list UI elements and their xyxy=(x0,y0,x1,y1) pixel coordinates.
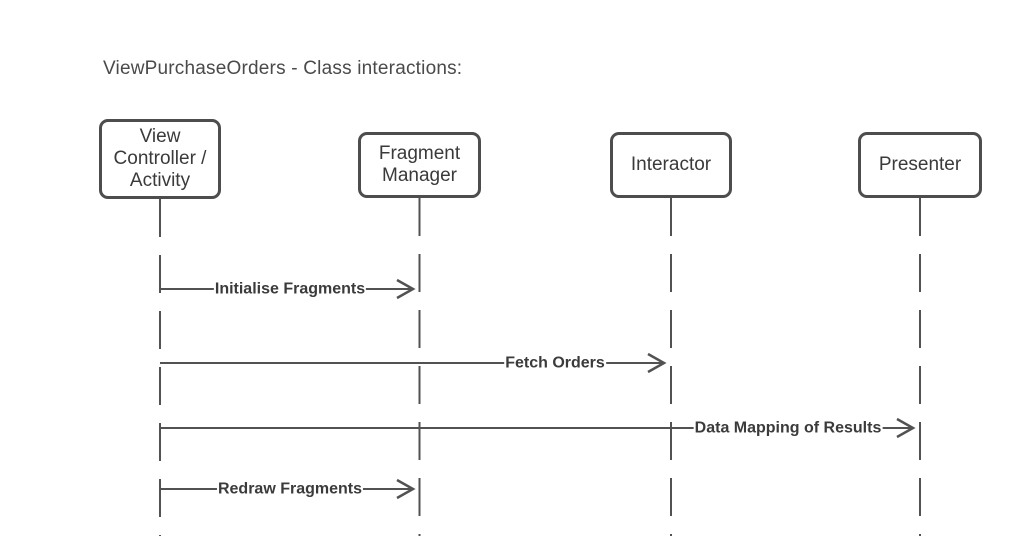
actor-box-presenter: Presenter xyxy=(858,132,982,198)
actor-box-interactor: Interactor xyxy=(610,132,732,198)
actor-box-view-controller-activity: View Controller / Activity xyxy=(99,119,221,199)
arrowhead-icon xyxy=(396,478,416,500)
actor-box-fragment-manager: Fragment Manager xyxy=(358,132,481,198)
arrowhead-icon xyxy=(396,278,416,300)
actor-label: Fragment Manager xyxy=(378,143,461,186)
message-label-fetch-orders: Fetch Orders xyxy=(504,353,606,373)
message-label-redraw-fragments: Redraw Fragments xyxy=(216,479,364,499)
arrowhead-icon xyxy=(647,352,667,374)
message-label-initialise-fragments: Initialise Fragments xyxy=(213,279,367,299)
message-label-data-mapping-of-results: Data Mapping of Results xyxy=(693,418,883,438)
arrowhead-icon xyxy=(896,417,916,439)
actor-label: Interactor xyxy=(630,154,712,175)
actor-label: View Controller / Activity xyxy=(113,126,207,191)
actor-label: Presenter xyxy=(878,154,962,175)
diagram-title: ViewPurchaseOrders - Class interactions: xyxy=(103,58,463,79)
